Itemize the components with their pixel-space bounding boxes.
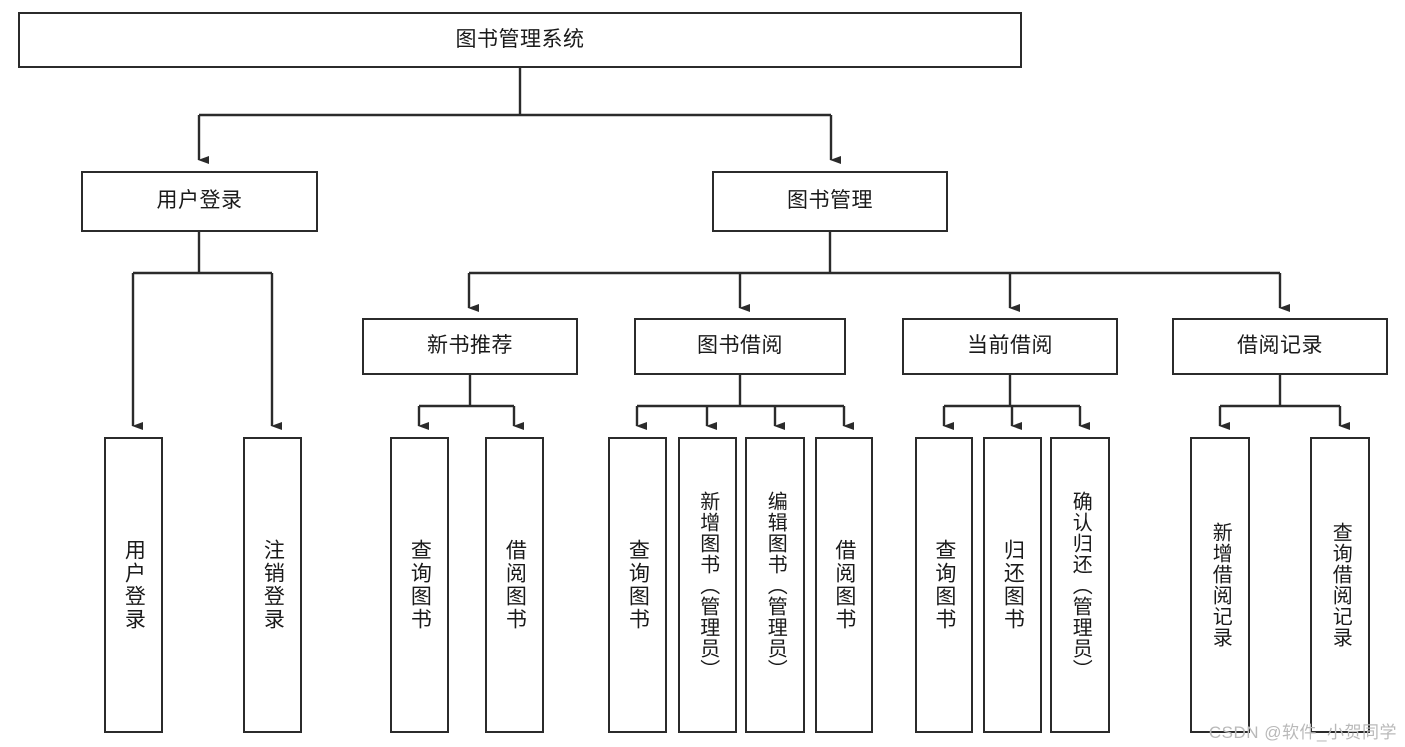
node-label: 借阅记录 <box>1237 334 1323 358</box>
leaf-user-login-login[interactable]: 用户登录 <box>104 437 163 733</box>
node-label: 查询借阅记录 <box>1329 522 1352 648</box>
leaf-user-login-logout[interactable]: 注销登录 <box>243 437 302 733</box>
leaf-borrow-borrow-book[interactable]: 借阅图书 <box>815 437 873 733</box>
node-label: 查询图书 <box>932 539 956 631</box>
node-current-borrow[interactable]: 当前借阅 <box>902 318 1118 375</box>
node-borrow-record[interactable]: 借阅记录 <box>1172 318 1388 375</box>
leaf-record-query-record[interactable]: 查询借阅记录 <box>1310 437 1370 733</box>
node-label: 用户登录 <box>122 539 146 631</box>
node-label: 当前借阅 <box>967 334 1053 358</box>
leaf-recommend-query-book[interactable]: 查询图书 <box>390 437 449 733</box>
node-root-system[interactable]: 图书管理系统 <box>18 12 1022 68</box>
node-label: 图书管理系统 <box>455 27 585 51</box>
node-label: 图书借阅 <box>697 334 783 358</box>
leaf-record-add-record[interactable]: 新增借阅记录 <box>1190 437 1250 733</box>
leaf-recommend-borrow-book[interactable]: 借阅图书 <box>485 437 544 733</box>
node-book-management[interactable]: 图书管理 <box>712 171 948 232</box>
node-user-login[interactable]: 用户登录 <box>81 171 318 232</box>
node-label: 新增图书（管理员） <box>696 490 719 680</box>
node-label: 用户登录 <box>156 189 243 213</box>
node-label: 借阅图书 <box>503 539 527 631</box>
node-label: 编辑图书（管理员） <box>764 490 787 680</box>
node-new-book-recommend[interactable]: 新书推荐 <box>362 318 578 375</box>
node-label: 查询图书 <box>408 539 432 631</box>
leaf-borrow-query-book[interactable]: 查询图书 <box>608 437 667 733</box>
node-book-borrow[interactable]: 图书借阅 <box>634 318 846 375</box>
leaf-current-query-book[interactable]: 查询图书 <box>915 437 973 733</box>
node-label: 查询图书 <box>626 539 650 631</box>
leaf-borrow-add-book-admin[interactable]: 新增图书（管理员） <box>678 437 737 733</box>
node-label: 确认归还（管理员） <box>1069 490 1092 680</box>
node-label: 图书管理 <box>787 189 873 213</box>
node-label: 新增借阅记录 <box>1209 522 1232 648</box>
node-label: 注销登录 <box>261 539 285 631</box>
leaf-current-return-book[interactable]: 归还图书 <box>983 437 1042 733</box>
node-label: 借阅图书 <box>832 539 856 631</box>
leaf-borrow-edit-book-admin[interactable]: 编辑图书（管理员） <box>745 437 805 733</box>
node-label: 归还图书 <box>1001 539 1025 631</box>
node-label: 新书推荐 <box>427 334 513 358</box>
leaf-current-confirm-return-admin[interactable]: 确认归还（管理员） <box>1050 437 1110 733</box>
watermark-text: CSDN @软件_小贺同学 <box>1208 723 1397 742</box>
